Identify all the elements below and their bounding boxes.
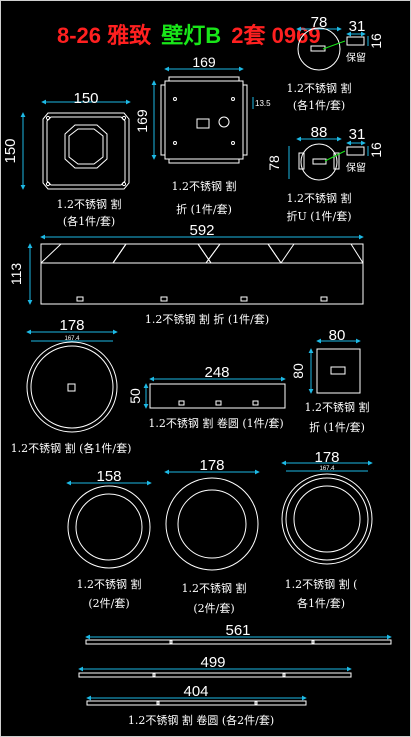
part-round-88	[288, 136, 369, 181]
box-169-label-2: 折 (1件/套)	[176, 202, 232, 216]
ring-158-dim-d: 158	[96, 468, 121, 485]
part-square-80	[308, 338, 361, 394]
part-bar-499	[78, 666, 352, 678]
round-88-label-1: 1.2不锈钢 割	[287, 191, 352, 205]
round-88-dim-tab-h: 16	[368, 142, 384, 158]
disc-178-dim-small: 167.4	[64, 336, 80, 342]
ring-178-label-1: 1.2不锈钢 割	[182, 581, 247, 595]
ring-178-b-dim-d: 178	[314, 449, 339, 466]
bars-label: 1.2不锈钢 割 卷圆 (各2件/套)	[128, 713, 274, 727]
title-prefix: 8-26 雅致	[57, 23, 152, 48]
round-88-label-2: 折U (1件/套)	[286, 209, 351, 223]
square-80-dim-w: 80	[329, 327, 346, 344]
round-78-note: 保留	[346, 51, 366, 64]
strip-592-dim-w: 592	[189, 222, 214, 239]
round-78-dim-tab-h: 16	[368, 33, 384, 49]
part-ring-158	[66, 480, 152, 569]
square-80-dim-h: 80	[290, 363, 306, 379]
square-80-label-1: 1.2不锈钢 割	[305, 400, 370, 414]
strip-248-label: 1.2不锈钢 割 卷圆 (1件/套)	[148, 416, 283, 430]
square-80-label-2: 折 (1件/套)	[309, 420, 365, 434]
drawing-title: 8-26 雅致 壁灯B 2套 0969	[57, 23, 321, 48]
bar-561-dim: 561	[225, 622, 250, 639]
part-bar-404	[86, 695, 307, 706]
part-ring-178-b	[281, 460, 373, 565]
square-plate-label-1: 1.2不锈钢 割	[57, 197, 122, 211]
round-88-dim-h: 78	[266, 155, 282, 171]
part-round-78	[296, 26, 369, 71]
disc-178-label: 1.2不锈钢 割 (各1件/套)	[11, 441, 132, 455]
part-ring-178	[164, 469, 260, 571]
ring-178-dim-d: 178	[199, 457, 224, 474]
round-78-dim-d: 78	[311, 14, 328, 31]
part-box-169	[151, 66, 254, 164]
ring-178-b-label-2: 各1件/套)	[297, 596, 345, 610]
box-169-dim-w: 169	[192, 54, 216, 70]
square-plate-label-2: (各1件/套)	[63, 214, 115, 228]
round-78-label-1: 1.2不锈钢 割	[287, 81, 352, 95]
ring-178-label-2: (2件/套)	[193, 602, 234, 615]
strip-592-label: 1.2不锈钢 割 折 (1件/套)	[145, 312, 269, 326]
bar-499-dim: 499	[200, 654, 225, 671]
bar-404-dim: 404	[183, 683, 208, 700]
part-square-plate	[20, 99, 131, 190]
disc-178-dim-d: 178	[59, 317, 84, 334]
round-88-dim-tab-w: 31	[349, 126, 366, 143]
part-strip-592	[27, 234, 364, 305]
round-78-label-2: (各1件/套)	[293, 98, 345, 112]
ring-178-b-dim-small: 167.4	[319, 466, 335, 472]
ring-158-label-1: 1.2不锈钢 割	[77, 577, 142, 591]
part-disc-178	[26, 329, 118, 433]
ring-178-b-label-1: 1.2不锈钢 割 (	[285, 577, 358, 591]
part-strip-248	[143, 376, 286, 409]
round-88-dim-w: 88	[311, 124, 328, 141]
box-169-dim-h: 169	[134, 109, 150, 133]
part-bar-561	[85, 634, 392, 645]
box-169-label-1: 1.2不锈钢 割	[172, 179, 237, 193]
square-plate-dim-h: 150	[2, 138, 19, 163]
square-plate-dim-w: 150	[73, 90, 98, 107]
ring-158-label-2: (2件/套)	[88, 597, 129, 610]
strip-248-dim-h: 50	[127, 388, 143, 404]
strip-592-dim-h: 113	[8, 263, 24, 286]
box-169-dim-small: 13.5	[255, 99, 271, 108]
round-78-dim-tab-w: 31	[349, 18, 366, 35]
title-highlight: 壁灯B	[161, 23, 221, 48]
strip-248-dim-w: 248	[204, 364, 229, 381]
round-88-note: 保留	[346, 161, 366, 174]
title-suffix: 2套 0969	[231, 23, 320, 48]
